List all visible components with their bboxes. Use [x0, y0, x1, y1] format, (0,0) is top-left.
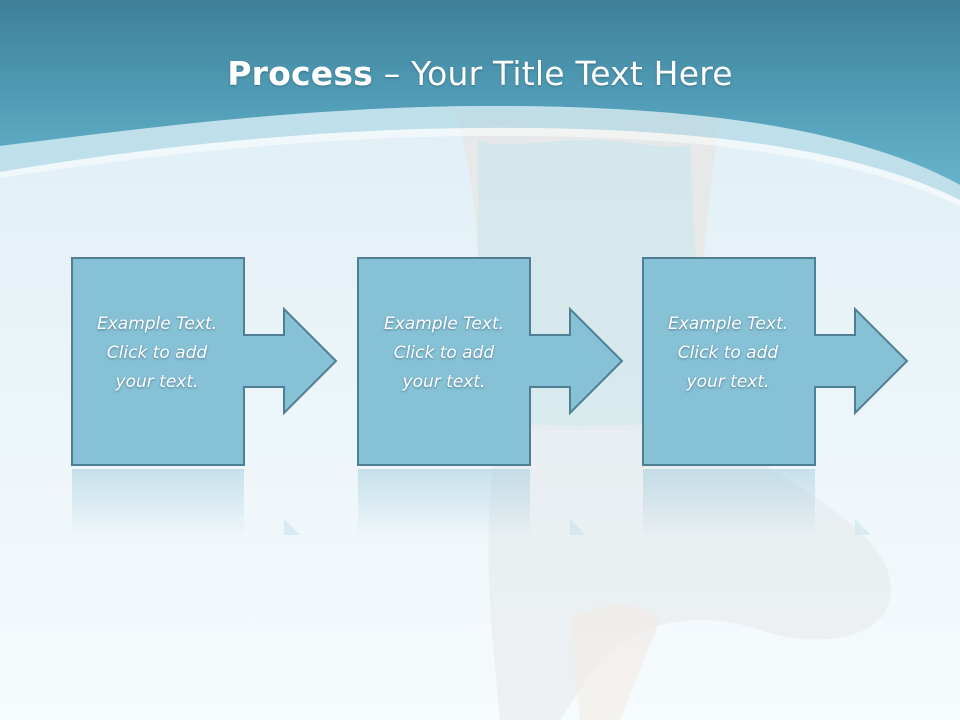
- step-2-text[interactable]: Example Text. Click to add your text.: [383, 314, 505, 392]
- step-3-text[interactable]: Example Text. Click to add your text.: [667, 314, 789, 392]
- step-2-arrow-box[interactable]: [357, 257, 624, 466]
- step-1-text[interactable]: Example Text. Click to add your text.: [96, 314, 218, 392]
- step-1-arrow-reflection: [284, 519, 300, 535]
- step-2-reflection: [358, 469, 530, 537]
- page-title: Process – Your Title Text Here: [0, 52, 960, 96]
- title-rest: – Your Title Text Here: [373, 54, 733, 93]
- step-3-arrow-box[interactable]: [642, 257, 909, 466]
- step-1-arrow-box[interactable]: [71, 257, 338, 466]
- step-2-arrow-reflection: [570, 519, 586, 535]
- step-3-reflection: [643, 469, 815, 537]
- step-3-arrow-reflection: [855, 519, 871, 535]
- step-1-reflection: [72, 469, 244, 537]
- title-bold: Process: [227, 54, 374, 93]
